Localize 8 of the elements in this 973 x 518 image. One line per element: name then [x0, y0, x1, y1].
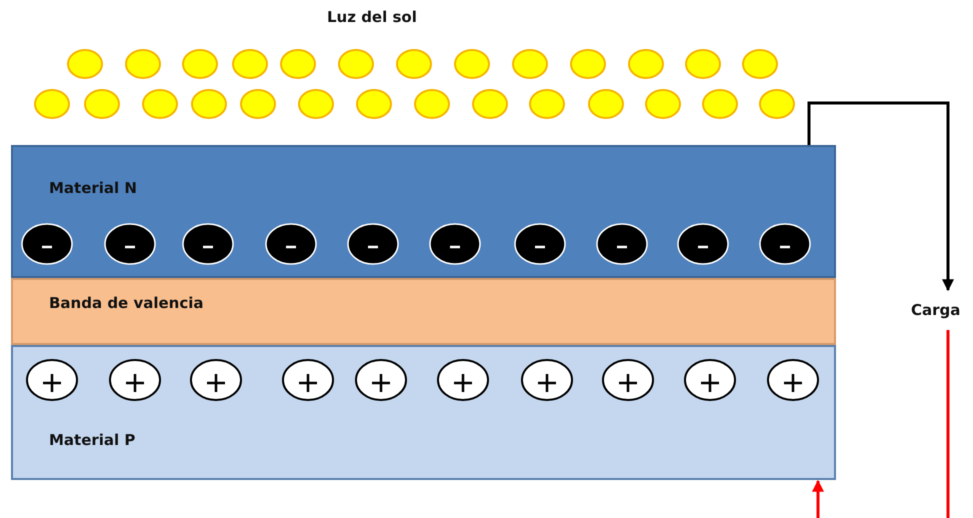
layer-label: Banda de valencia [49, 294, 204, 312]
valence-band-layer [11, 278, 836, 345]
sunlight-label: Luz del sol [327, 8, 417, 26]
wire-arrow [808, 102, 954, 292]
layer-label: Material N [49, 179, 137, 197]
layer-label: Material P [49, 431, 136, 449]
load-label: Carga [911, 301, 960, 319]
wire-arrow [812, 330, 950, 518]
